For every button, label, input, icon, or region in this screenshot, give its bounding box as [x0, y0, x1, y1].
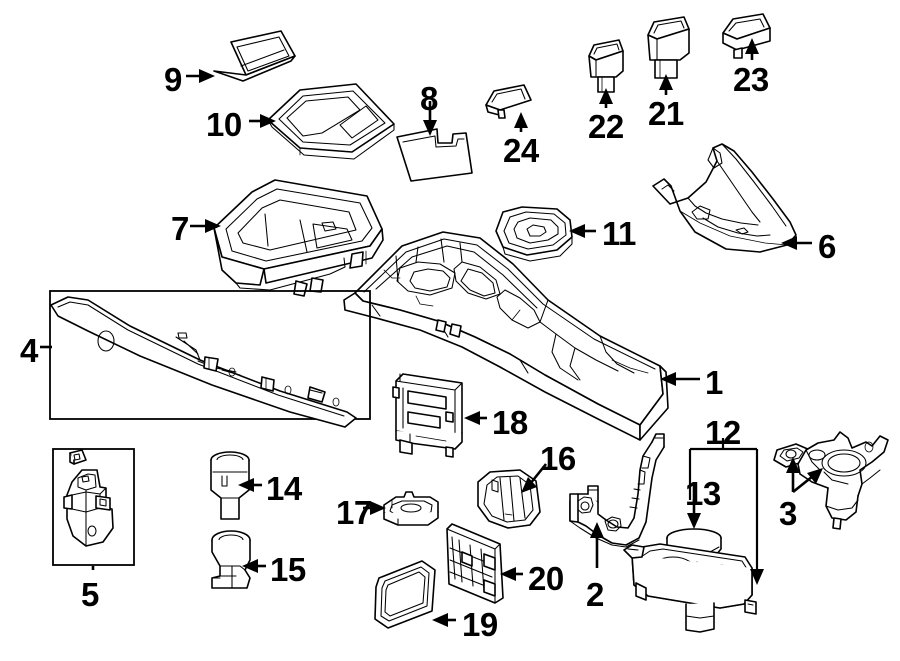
callout-label-16: 16: [540, 440, 576, 477]
part-14-cigarette-lighter-element: [210, 451, 250, 520]
part-15-power-outlet-socket: [211, 530, 251, 589]
part-17-switch-bezel-plate: [383, 491, 439, 526]
callout-label-15: 15: [270, 551, 306, 588]
part-23-blank-switch-cover: [722, 13, 771, 59]
callout-label-7: 7: [171, 210, 189, 247]
callout-label-3: 3: [779, 495, 797, 532]
callout-label-11: 11: [602, 215, 636, 252]
callout-label-5: 5: [81, 576, 99, 613]
part-7-console-storage-tray: [213, 179, 384, 297]
part-9-upper-trim-cover: [213, 30, 296, 82]
callout-leaders: [40, 38, 823, 627]
part-10-console-trim-bezel: [267, 83, 395, 160]
part-20-insulator-pad: [446, 523, 504, 604]
part-4-console-side-panel: [49, 290, 371, 428]
part-6-shifter-side-trim-panel: [652, 143, 797, 253]
callout-label-14: 14: [266, 470, 302, 507]
part-12-cup-holder-assembly: [623, 543, 757, 633]
callout-label-18: 18: [492, 404, 528, 441]
part-8-console-floor-mat: [396, 128, 473, 182]
part-16-armrest-latch-handle: [477, 469, 541, 529]
callout-label-21: 21: [648, 95, 684, 132]
part-1-center-console-body: [343, 231, 669, 441]
callout-label-8: 8: [420, 80, 438, 117]
part-24-trim-cap: [485, 84, 532, 119]
callout-label-12: 12: [705, 414, 741, 451]
callout-label-22: 22: [588, 108, 624, 145]
callout-label-9: 9: [164, 61, 182, 98]
callout-label-6: 6: [818, 228, 836, 265]
part-11-shift-boot-bezel: [495, 206, 573, 262]
callout-label-2: 2: [586, 576, 604, 613]
callout-label-17: 17: [336, 494, 372, 531]
callout-label-23: 23: [733, 61, 769, 98]
callout-label-13: 13: [685, 475, 721, 512]
part-22-console-switch-small: [588, 39, 624, 93]
callout-label-24: 24: [503, 132, 539, 169]
part-19-access-cover-panel: [374, 560, 436, 629]
part-3-shifter-knob-retainer: [773, 431, 889, 530]
callout-label-20: 20: [528, 560, 564, 597]
part-21-console-switch-large: [647, 16, 690, 79]
part-5-console-mounting-bracket: [52, 448, 135, 566]
callout-label-4: 4: [20, 332, 38, 369]
callout-label-1: 1: [705, 364, 723, 401]
callout-label-10: 10: [206, 106, 242, 143]
callout-label-19: 19: [462, 606, 498, 643]
part-2-console-support-bracket: [569, 433, 665, 548]
part-18-electronic-control-module: [392, 373, 463, 458]
